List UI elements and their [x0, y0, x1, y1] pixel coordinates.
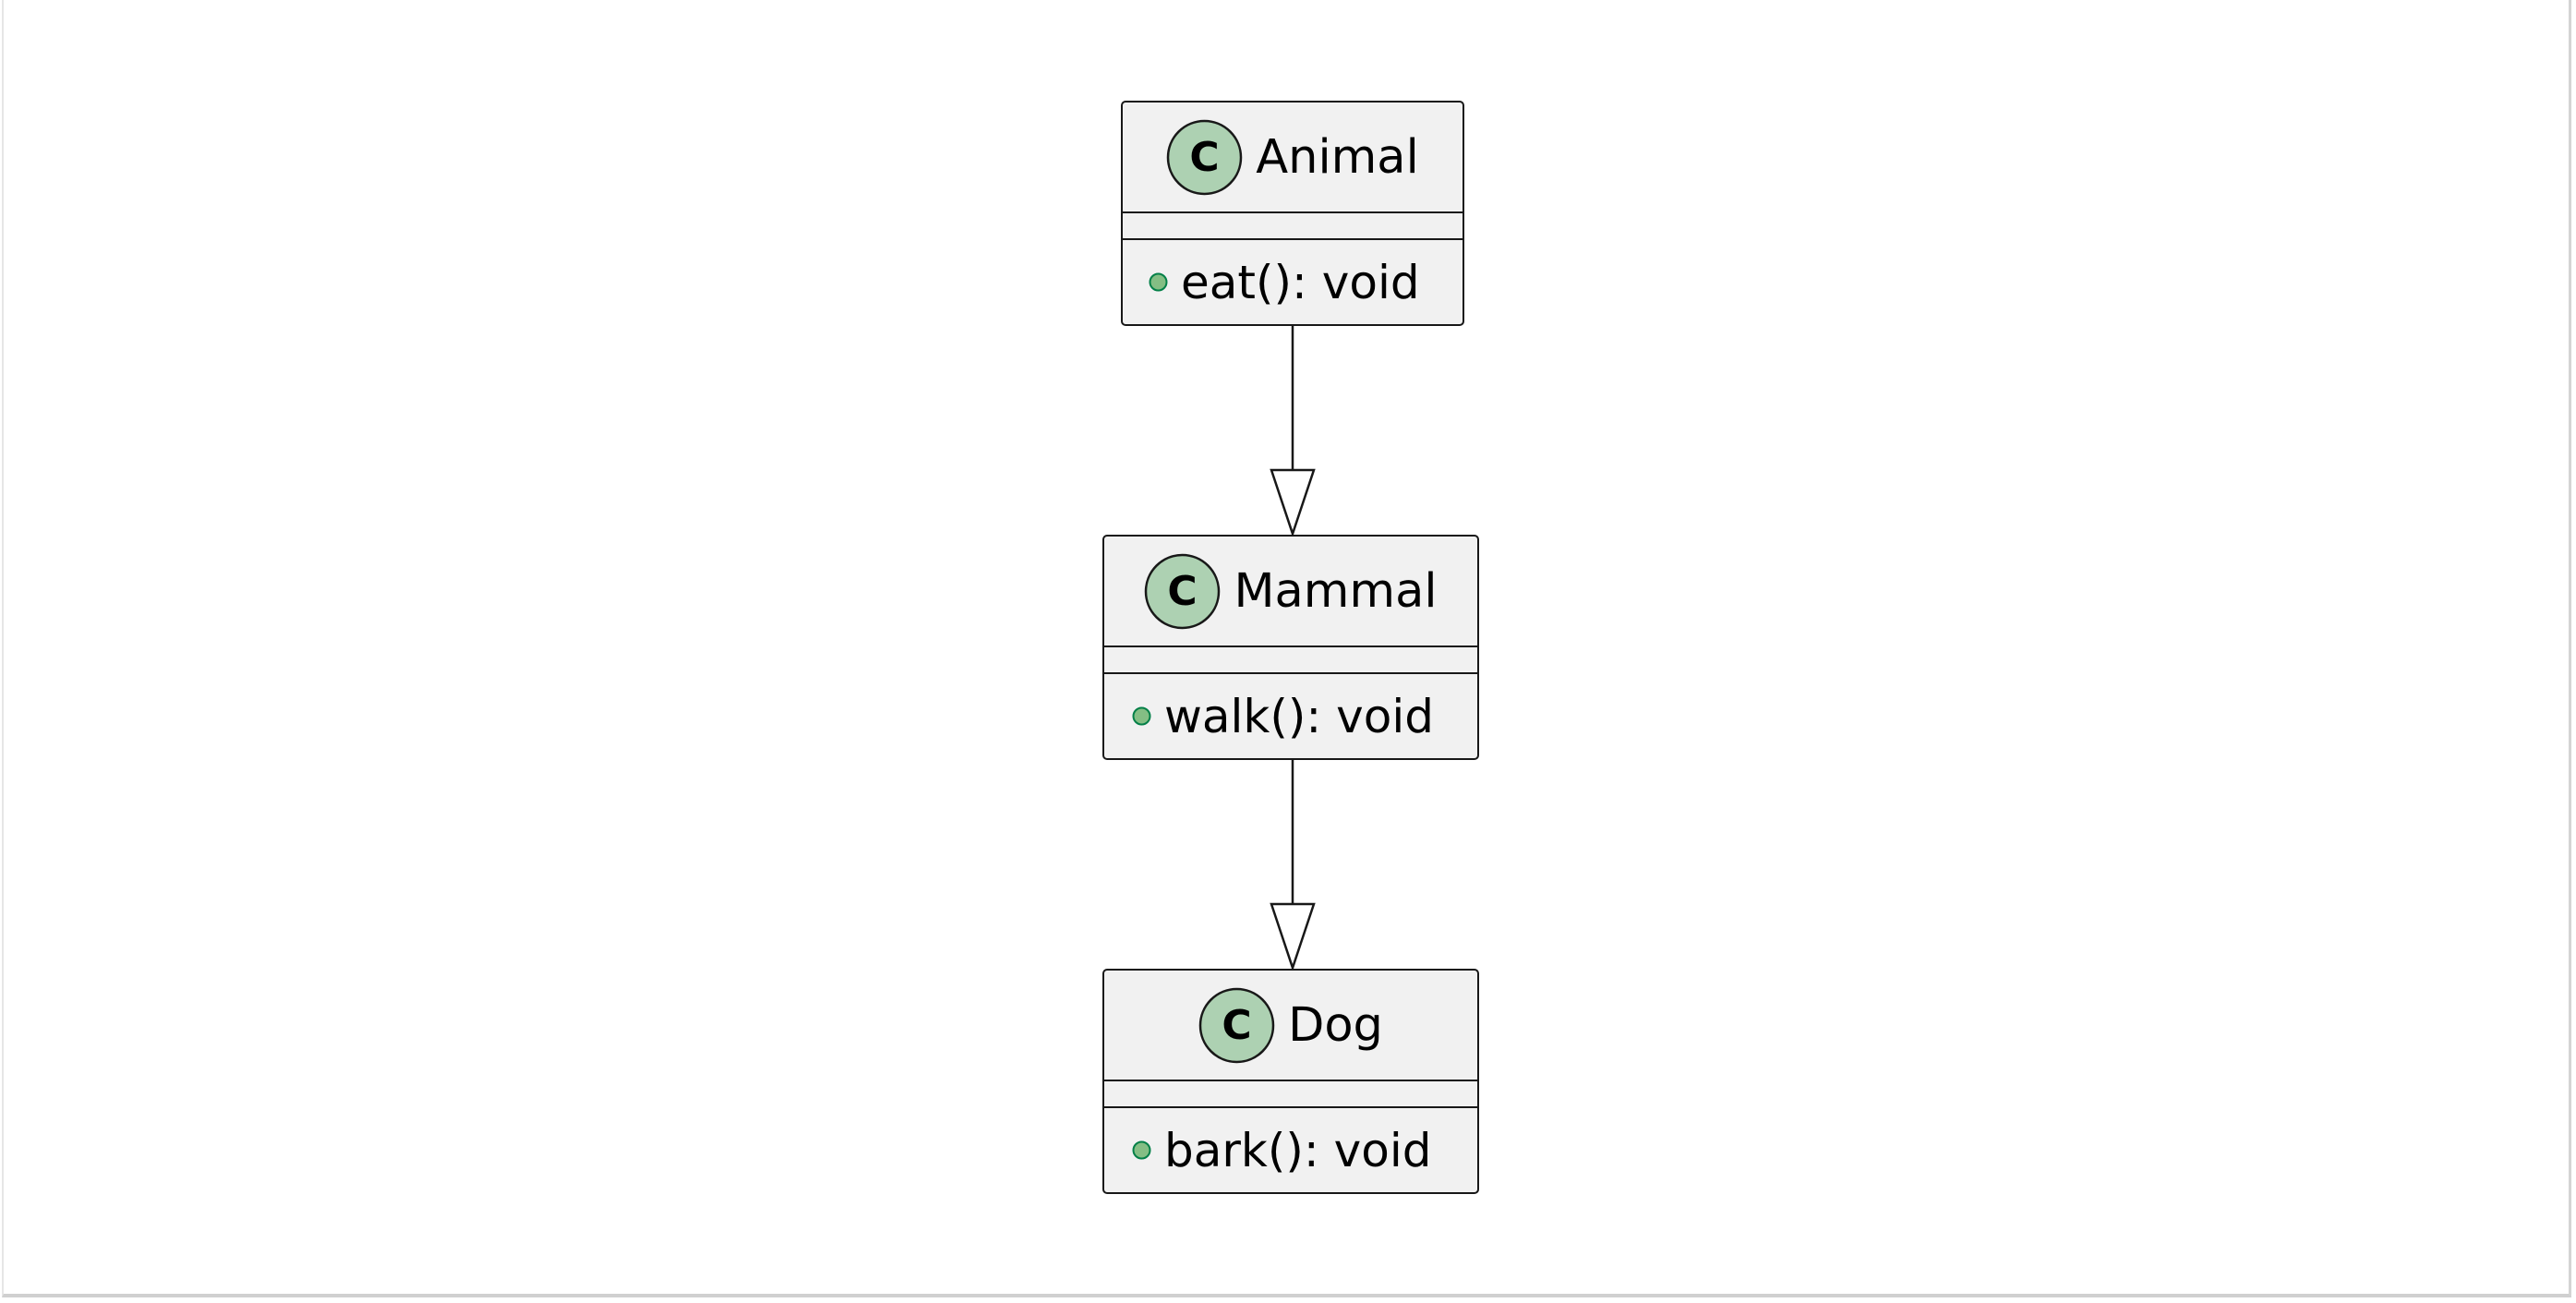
public-method-icon — [1149, 272, 1168, 292]
class-c-icon: C — [1144, 553, 1221, 630]
class-header: C Animal — [1123, 103, 1463, 211]
attribute-divider — [1123, 211, 1463, 213]
attribute-divider — [1104, 645, 1477, 647]
attribute-divider — [1104, 1080, 1477, 1081]
class-header: C Dog — [1104, 971, 1477, 1080]
public-method-icon — [1132, 1140, 1151, 1160]
method-divider — [1104, 672, 1477, 674]
class-dog[interactable]: C Dog bark(): void — [1102, 969, 1479, 1194]
method-row: walk(): void — [1104, 674, 1477, 758]
relation-animal-mammal — [1270, 326, 1316, 537]
class-mammal[interactable]: C Mammal walk(): void — [1102, 535, 1479, 760]
method-signature: walk(): void — [1164, 689, 1434, 743]
svg-text:C: C — [1168, 568, 1198, 615]
hollow-triangle-arrowhead — [1270, 902, 1316, 971]
class-name: Dog — [1288, 997, 1383, 1053]
class-header: C Mammal — [1104, 537, 1477, 645]
public-method-icon — [1132, 706, 1151, 726]
method-row: bark(): void — [1104, 1108, 1477, 1192]
method-divider — [1123, 238, 1463, 240]
method-row: eat(): void — [1123, 240, 1463, 324]
class-animal[interactable]: C Animal eat(): void — [1121, 101, 1464, 326]
class-name: Animal — [1256, 129, 1419, 185]
class-c-icon: C — [1166, 119, 1243, 196]
method-signature: eat(): void — [1181, 255, 1420, 309]
class-c-icon: C — [1198, 987, 1275, 1064]
class-name: Mammal — [1234, 563, 1438, 619]
hollow-triangle-arrowhead — [1270, 468, 1316, 537]
method-signature: bark(): void — [1164, 1123, 1432, 1177]
method-divider — [1104, 1106, 1477, 1108]
svg-text:C: C — [1190, 134, 1220, 181]
svg-text:C: C — [1222, 1002, 1251, 1049]
relation-mammal-dog — [1270, 760, 1316, 971]
